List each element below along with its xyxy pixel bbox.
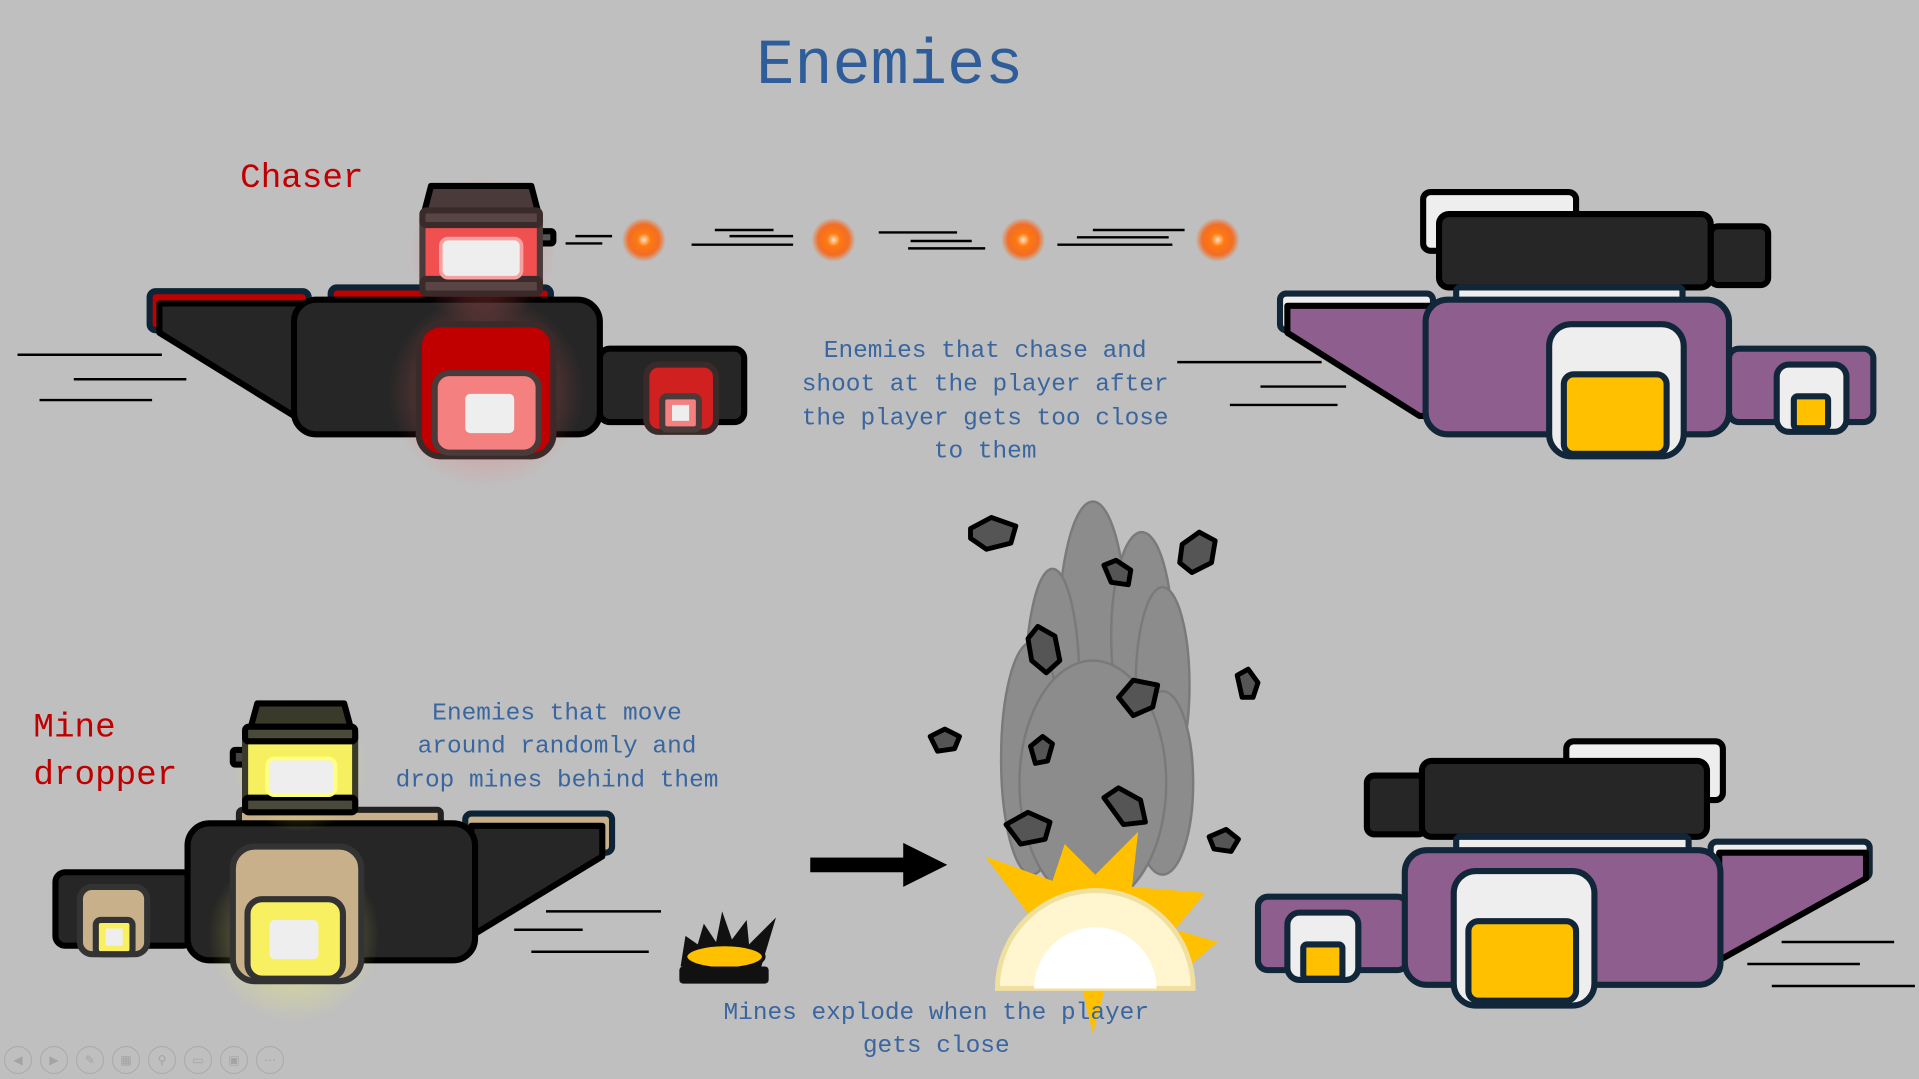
mine-dropper-ship-alt bbox=[1254, 738, 1915, 1009]
previous-slide-button[interactable]: ◀ bbox=[4, 1046, 32, 1074]
camera-button[interactable]: ▣ bbox=[220, 1046, 248, 1074]
mine-dropper-label: dropper bbox=[33, 756, 177, 795]
description-line: the player gets too close bbox=[802, 406, 1169, 433]
description-line: gets close bbox=[863, 1033, 1010, 1060]
chaser-label: Chaser bbox=[240, 159, 363, 198]
chaser-bullets bbox=[565, 217, 1240, 262]
mine-description: Mines explode when the player gets close bbox=[723, 1000, 1149, 1060]
pen-button[interactable]: ✎ bbox=[76, 1046, 104, 1074]
mine-dropper-label: Mine bbox=[33, 708, 115, 747]
description-line: shoot at the player after bbox=[802, 371, 1169, 398]
explosion-icon bbox=[927, 500, 1261, 1034]
slideshow-toolbar: ◀ ▶ ✎ ▦ ⚲ ▭ ▣ ⋯ bbox=[4, 1046, 284, 1074]
mine-dropper-description: Enemies that move around randomly and dr… bbox=[396, 700, 719, 794]
speed-lines bbox=[17, 353, 187, 402]
description-line: Mines explode when the player bbox=[723, 1000, 1149, 1027]
subtitles-button[interactable]: ▭ bbox=[184, 1046, 212, 1074]
more-icon: ⋯ bbox=[264, 1053, 276, 1067]
mine-icon bbox=[679, 911, 776, 984]
pen-icon: ✎ bbox=[84, 1053, 96, 1067]
next-slide-button[interactable]: ▶ bbox=[40, 1046, 68, 1074]
more-options-button[interactable]: ⋯ bbox=[256, 1046, 284, 1074]
description-line: Enemies that chase and bbox=[824, 338, 1147, 365]
chaser-ship bbox=[17, 177, 748, 490]
description-line: drop mines behind them bbox=[396, 768, 719, 795]
zoom-button[interactable]: ⚲ bbox=[148, 1046, 176, 1074]
slide-title: Enemies bbox=[756, 31, 1023, 103]
slides-grid-icon: ▦ bbox=[120, 1053, 132, 1067]
camera-off-icon: ▣ bbox=[228, 1053, 240, 1067]
next-icon: ▶ bbox=[49, 1053, 59, 1067]
previous-icon: ◀ bbox=[13, 1053, 23, 1067]
chaser-ship-alt bbox=[1177, 189, 1877, 460]
subtitles-icon: ▭ bbox=[192, 1053, 204, 1067]
see-all-slides-button[interactable]: ▦ bbox=[112, 1046, 140, 1074]
description-line: around randomly and bbox=[418, 733, 697, 760]
magnifier-icon: ⚲ bbox=[157, 1053, 167, 1067]
chaser-description: Enemies that chase and shoot at the play… bbox=[802, 338, 1169, 465]
description-line: Enemies that move bbox=[432, 700, 681, 727]
description-line: to them bbox=[934, 439, 1037, 466]
arrow-icon bbox=[810, 842, 948, 887]
mine-dropper-ship bbox=[52, 697, 662, 1022]
